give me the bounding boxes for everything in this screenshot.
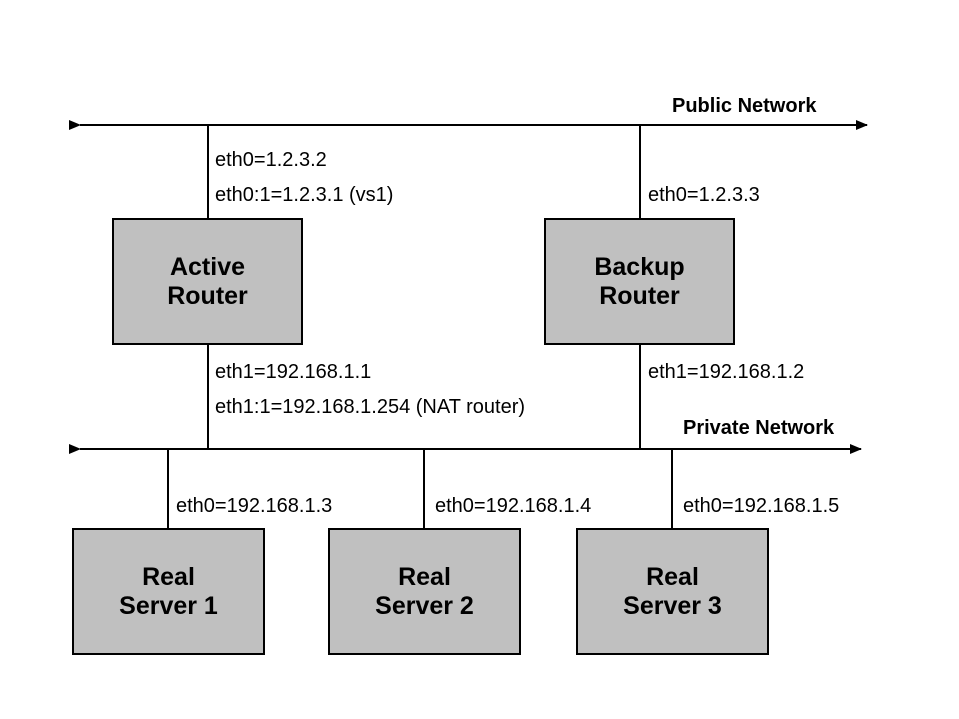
backup-router-public-ip-label: eth0=1.2.3.3 [648, 184, 760, 206]
real-server-2-ip-label: eth0=192.168.1.4 [435, 495, 592, 517]
active-router-public-ip-label: eth0=1.2.3.2 [215, 149, 327, 171]
active-router-public-vip-label: eth0:1=1.2.3.1 (vs1) [215, 184, 394, 206]
real-server-1-ip-label: eth0=192.168.1.3 [176, 495, 333, 517]
active-router-label-line1: Active [169, 252, 246, 281]
backup-router-label-line1: Backup [594, 252, 685, 281]
real-server-3-label-line2: Server 3 [623, 591, 722, 620]
private-network-label: Private Network [683, 417, 835, 439]
active-router-nat-ip-label: eth1:1=192.168.1.254 (NAT router) [215, 396, 526, 418]
real-server-1-label-line2: Server 1 [119, 591, 218, 620]
backup-router-node[interactable]: Backup Router [544, 218, 735, 345]
real-server-2-node[interactable]: Real Server 2 [328, 528, 521, 655]
real-server-3-ip-label: eth0=192.168.1.5 [683, 495, 840, 517]
real-server-1-label-line1: Real [142, 562, 195, 591]
public-network-label: Public Network [672, 95, 817, 117]
backup-router-label-line2: Router [599, 281, 680, 310]
real-server-3-node[interactable]: Real Server 3 [576, 528, 769, 655]
active-router-private-ip-label: eth1=192.168.1.1 [215, 361, 372, 383]
real-server-2-label-line1: Real [398, 562, 451, 591]
active-router-label-line2: Router [167, 281, 248, 310]
active-router-node[interactable]: Active Router [112, 218, 303, 345]
backup-router-private-ip-label: eth1=192.168.1.2 [648, 361, 805, 383]
real-server-3-label-line1: Real [646, 562, 699, 591]
real-server-1-node[interactable]: Real Server 1 [72, 528, 265, 655]
real-server-2-label-line2: Server 2 [375, 591, 474, 620]
